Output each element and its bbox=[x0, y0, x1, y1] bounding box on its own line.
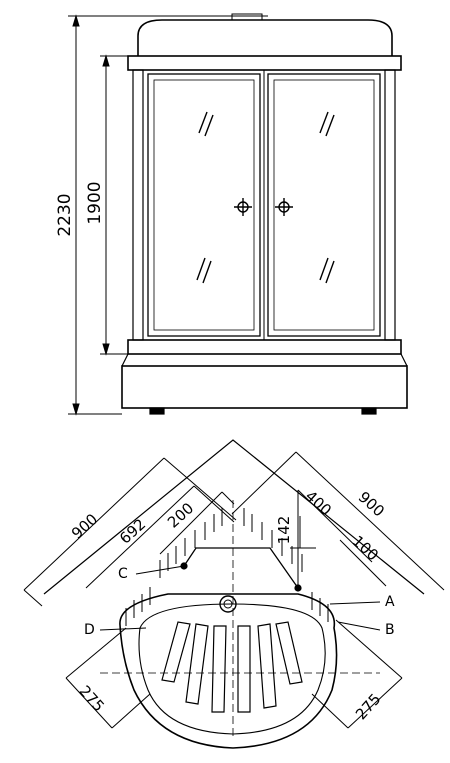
bottom-frame bbox=[127, 339, 402, 355]
tray-anti-slip-strips bbox=[161, 621, 303, 713]
label-b: B bbox=[385, 622, 395, 638]
front-elevation: 2230 1900 bbox=[55, 13, 408, 416]
roof-dome bbox=[137, 19, 393, 56]
dimension-label-275-left: 275 bbox=[75, 682, 108, 715]
corner-walls bbox=[43, 439, 425, 595]
dimension-label-1900: 1900 bbox=[85, 181, 105, 224]
dimension-label-900-left: 900 bbox=[68, 510, 101, 543]
top-frame bbox=[127, 55, 402, 71]
plan-view: 900 692 200 400 900 142 100 275 275 A B … bbox=[23, 439, 445, 749]
tray-base bbox=[121, 365, 408, 409]
label-leaders bbox=[99, 565, 381, 631]
dimension-door-height bbox=[100, 54, 128, 356]
dimension-label-200: 200 bbox=[164, 499, 197, 532]
tray-inner bbox=[138, 603, 326, 735]
glass-reflection-marks bbox=[196, 111, 335, 284]
dimension-label-275-right: 275 bbox=[352, 690, 385, 723]
right-post bbox=[384, 69, 396, 341]
right-door-glass bbox=[273, 79, 375, 331]
right-door bbox=[267, 73, 381, 337]
label-d: D bbox=[84, 622, 95, 638]
tray-outline bbox=[119, 593, 338, 749]
right-foot bbox=[361, 407, 377, 415]
drain-icon bbox=[219, 595, 237, 613]
dimension-label-2230: 2230 bbox=[55, 193, 75, 236]
label-a: A bbox=[385, 594, 395, 610]
left-post bbox=[132, 69, 144, 341]
left-foot bbox=[149, 407, 165, 415]
roof-vent bbox=[231, 13, 263, 21]
dimension-label-900-right: 900 bbox=[355, 488, 388, 521]
plan-dimension-lines bbox=[23, 451, 445, 729]
dimension-label-692: 692 bbox=[116, 515, 149, 548]
left-door-glass bbox=[153, 79, 255, 331]
dimension-overall-height bbox=[68, 14, 268, 416]
label-c: C bbox=[118, 566, 128, 582]
door-handle-icon bbox=[234, 198, 293, 216]
dimension-label-142: 142 bbox=[275, 516, 293, 545]
rear-panel bbox=[183, 547, 299, 589]
left-door bbox=[147, 73, 261, 337]
dimension-label-400: 400 bbox=[302, 487, 335, 520]
